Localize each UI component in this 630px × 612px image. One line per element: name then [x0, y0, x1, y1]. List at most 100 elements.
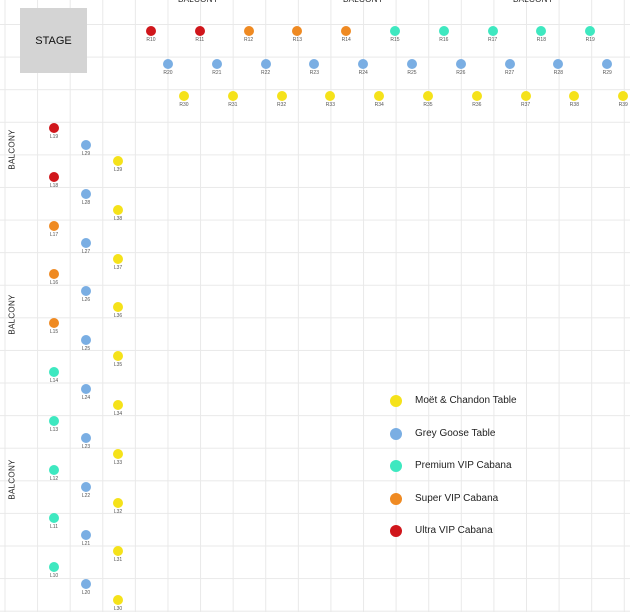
seat-R32[interactable]	[276, 91, 287, 101]
seat-L13[interactable]	[49, 415, 59, 426]
seat-L37[interactable]	[113, 253, 123, 264]
seat-label: R33	[325, 102, 335, 108]
seat-R31[interactable]	[227, 91, 238, 101]
seat-L34[interactable]	[113, 400, 123, 410]
seat-R38[interactable]	[569, 91, 580, 101]
seat-R35[interactable]	[423, 91, 433, 101]
seat-L18[interactable]	[49, 171, 59, 182]
seat-R15[interactable]	[390, 26, 400, 36]
seat-L22[interactable]	[81, 481, 91, 492]
seat-R18[interactable]	[536, 26, 547, 36]
seat-R37[interactable]	[520, 91, 531, 101]
seat-L31[interactable]	[113, 546, 123, 557]
seat-L10[interactable]	[49, 562, 59, 573]
seat-label: R21	[212, 70, 222, 76]
seat-R10[interactable]	[146, 26, 156, 36]
seat-L17[interactable]	[49, 220, 59, 231]
seat-R12[interactable]	[243, 26, 254, 36]
seat-label: L33	[113, 459, 123, 466]
seat-R39[interactable]	[618, 91, 629, 101]
seat-label: R18	[536, 37, 546, 43]
seat-label: L24	[81, 395, 91, 401]
seat-label: L16	[49, 280, 59, 287]
seat-L14[interactable]	[49, 367, 59, 377]
seat-R26[interactable]	[455, 59, 466, 69]
seat-label: L29	[81, 151, 91, 157]
seat-label: L23	[81, 443, 91, 450]
seat-L11[interactable]	[49, 513, 59, 524]
seat-R27[interactable]	[504, 59, 515, 69]
seat-label: R26	[456, 70, 466, 76]
seat-L38[interactable]	[113, 204, 123, 215]
seat-R21[interactable]	[211, 59, 222, 69]
seat-R36[interactable]	[471, 91, 482, 101]
seat-R11[interactable]	[194, 26, 205, 36]
seat-L12[interactable]	[49, 464, 59, 475]
stage: STAGE	[20, 8, 87, 73]
seat-R20[interactable]	[163, 59, 173, 69]
seat-R30[interactable]	[179, 91, 189, 101]
seat-L27[interactable]	[81, 237, 91, 248]
seat-L26[interactable]	[81, 286, 91, 297]
seat-label: R35	[423, 102, 433, 108]
seat-label: R25	[407, 70, 417, 76]
seat-R17[interactable]	[487, 26, 498, 36]
seat-R33[interactable]	[325, 91, 336, 101]
seat-label: R16	[439, 37, 449, 43]
seat-L32[interactable]	[113, 497, 123, 508]
balcony-label-left-3: BALCONY	[7, 459, 17, 500]
seat-L15[interactable]	[49, 318, 59, 329]
seat-label: R10	[146, 37, 156, 43]
seat-R29[interactable]	[602, 59, 613, 69]
seat-label: L25	[81, 346, 91, 353]
seat-L33[interactable]	[113, 448, 123, 459]
seat-label: L35	[113, 362, 123, 369]
seat-R28[interactable]	[553, 59, 564, 69]
seat-R25[interactable]	[407, 59, 417, 69]
seat-R23[interactable]	[309, 59, 320, 69]
seat-L36[interactable]	[113, 302, 123, 313]
seat-label: R17	[488, 37, 498, 43]
seat-R19[interactable]	[585, 26, 596, 36]
seat-label: L21	[81, 541, 91, 548]
seat-L39[interactable]	[113, 156, 123, 166]
seat-R13[interactable]	[292, 26, 303, 36]
seat-label: R14	[341, 37, 351, 43]
seat-L24[interactable]	[81, 384, 91, 394]
seat-R16[interactable]	[438, 26, 449, 36]
seat-label: R22	[261, 70, 271, 76]
seat-L16[interactable]	[49, 269, 59, 280]
seat-label: R32	[277, 102, 287, 108]
balcony-label-left-1: BALCONY	[7, 129, 17, 170]
seat-label: R27	[505, 70, 515, 76]
seat-R14[interactable]	[341, 26, 352, 36]
seat-L19[interactable]	[49, 123, 59, 133]
seat-R34[interactable]	[374, 91, 385, 101]
seat-label: L15	[49, 329, 59, 336]
legend-label: Ultra VIP Cabana	[415, 525, 493, 536]
seat-label: L30	[113, 606, 123, 612]
seat-L20[interactable]	[81, 579, 91, 590]
seat-label: R11	[195, 37, 205, 43]
seat-label: L32	[113, 508, 123, 515]
seat-L28[interactable]	[81, 188, 91, 199]
seat-L29[interactable]	[81, 140, 91, 150]
seat-R22[interactable]	[260, 59, 271, 69]
seat-label: L11	[50, 524, 58, 531]
seat-label: R23	[309, 70, 319, 76]
legend-label: Grey Goose Table	[415, 427, 496, 439]
legend-label: Premium VIP Cabana	[415, 460, 512, 471]
seat-label: R20	[163, 70, 173, 76]
seat-label: L38	[113, 215, 123, 222]
balcony-label-top-3: BALCONY	[513, 0, 553, 4]
seat-R24[interactable]	[358, 59, 369, 69]
balcony-label-top-1: BALCONY	[178, 0, 218, 4]
balcony-label-left-2: BALCONY	[7, 294, 17, 335]
seat-L35[interactable]	[113, 351, 123, 362]
seat-L30[interactable]	[113, 595, 123, 606]
seat-L25[interactable]	[81, 335, 91, 346]
seat-L23[interactable]	[81, 432, 91, 443]
legend-swatch-super	[390, 492, 402, 505]
seat-label: R15	[390, 37, 400, 43]
seat-L21[interactable]	[81, 530, 91, 541]
